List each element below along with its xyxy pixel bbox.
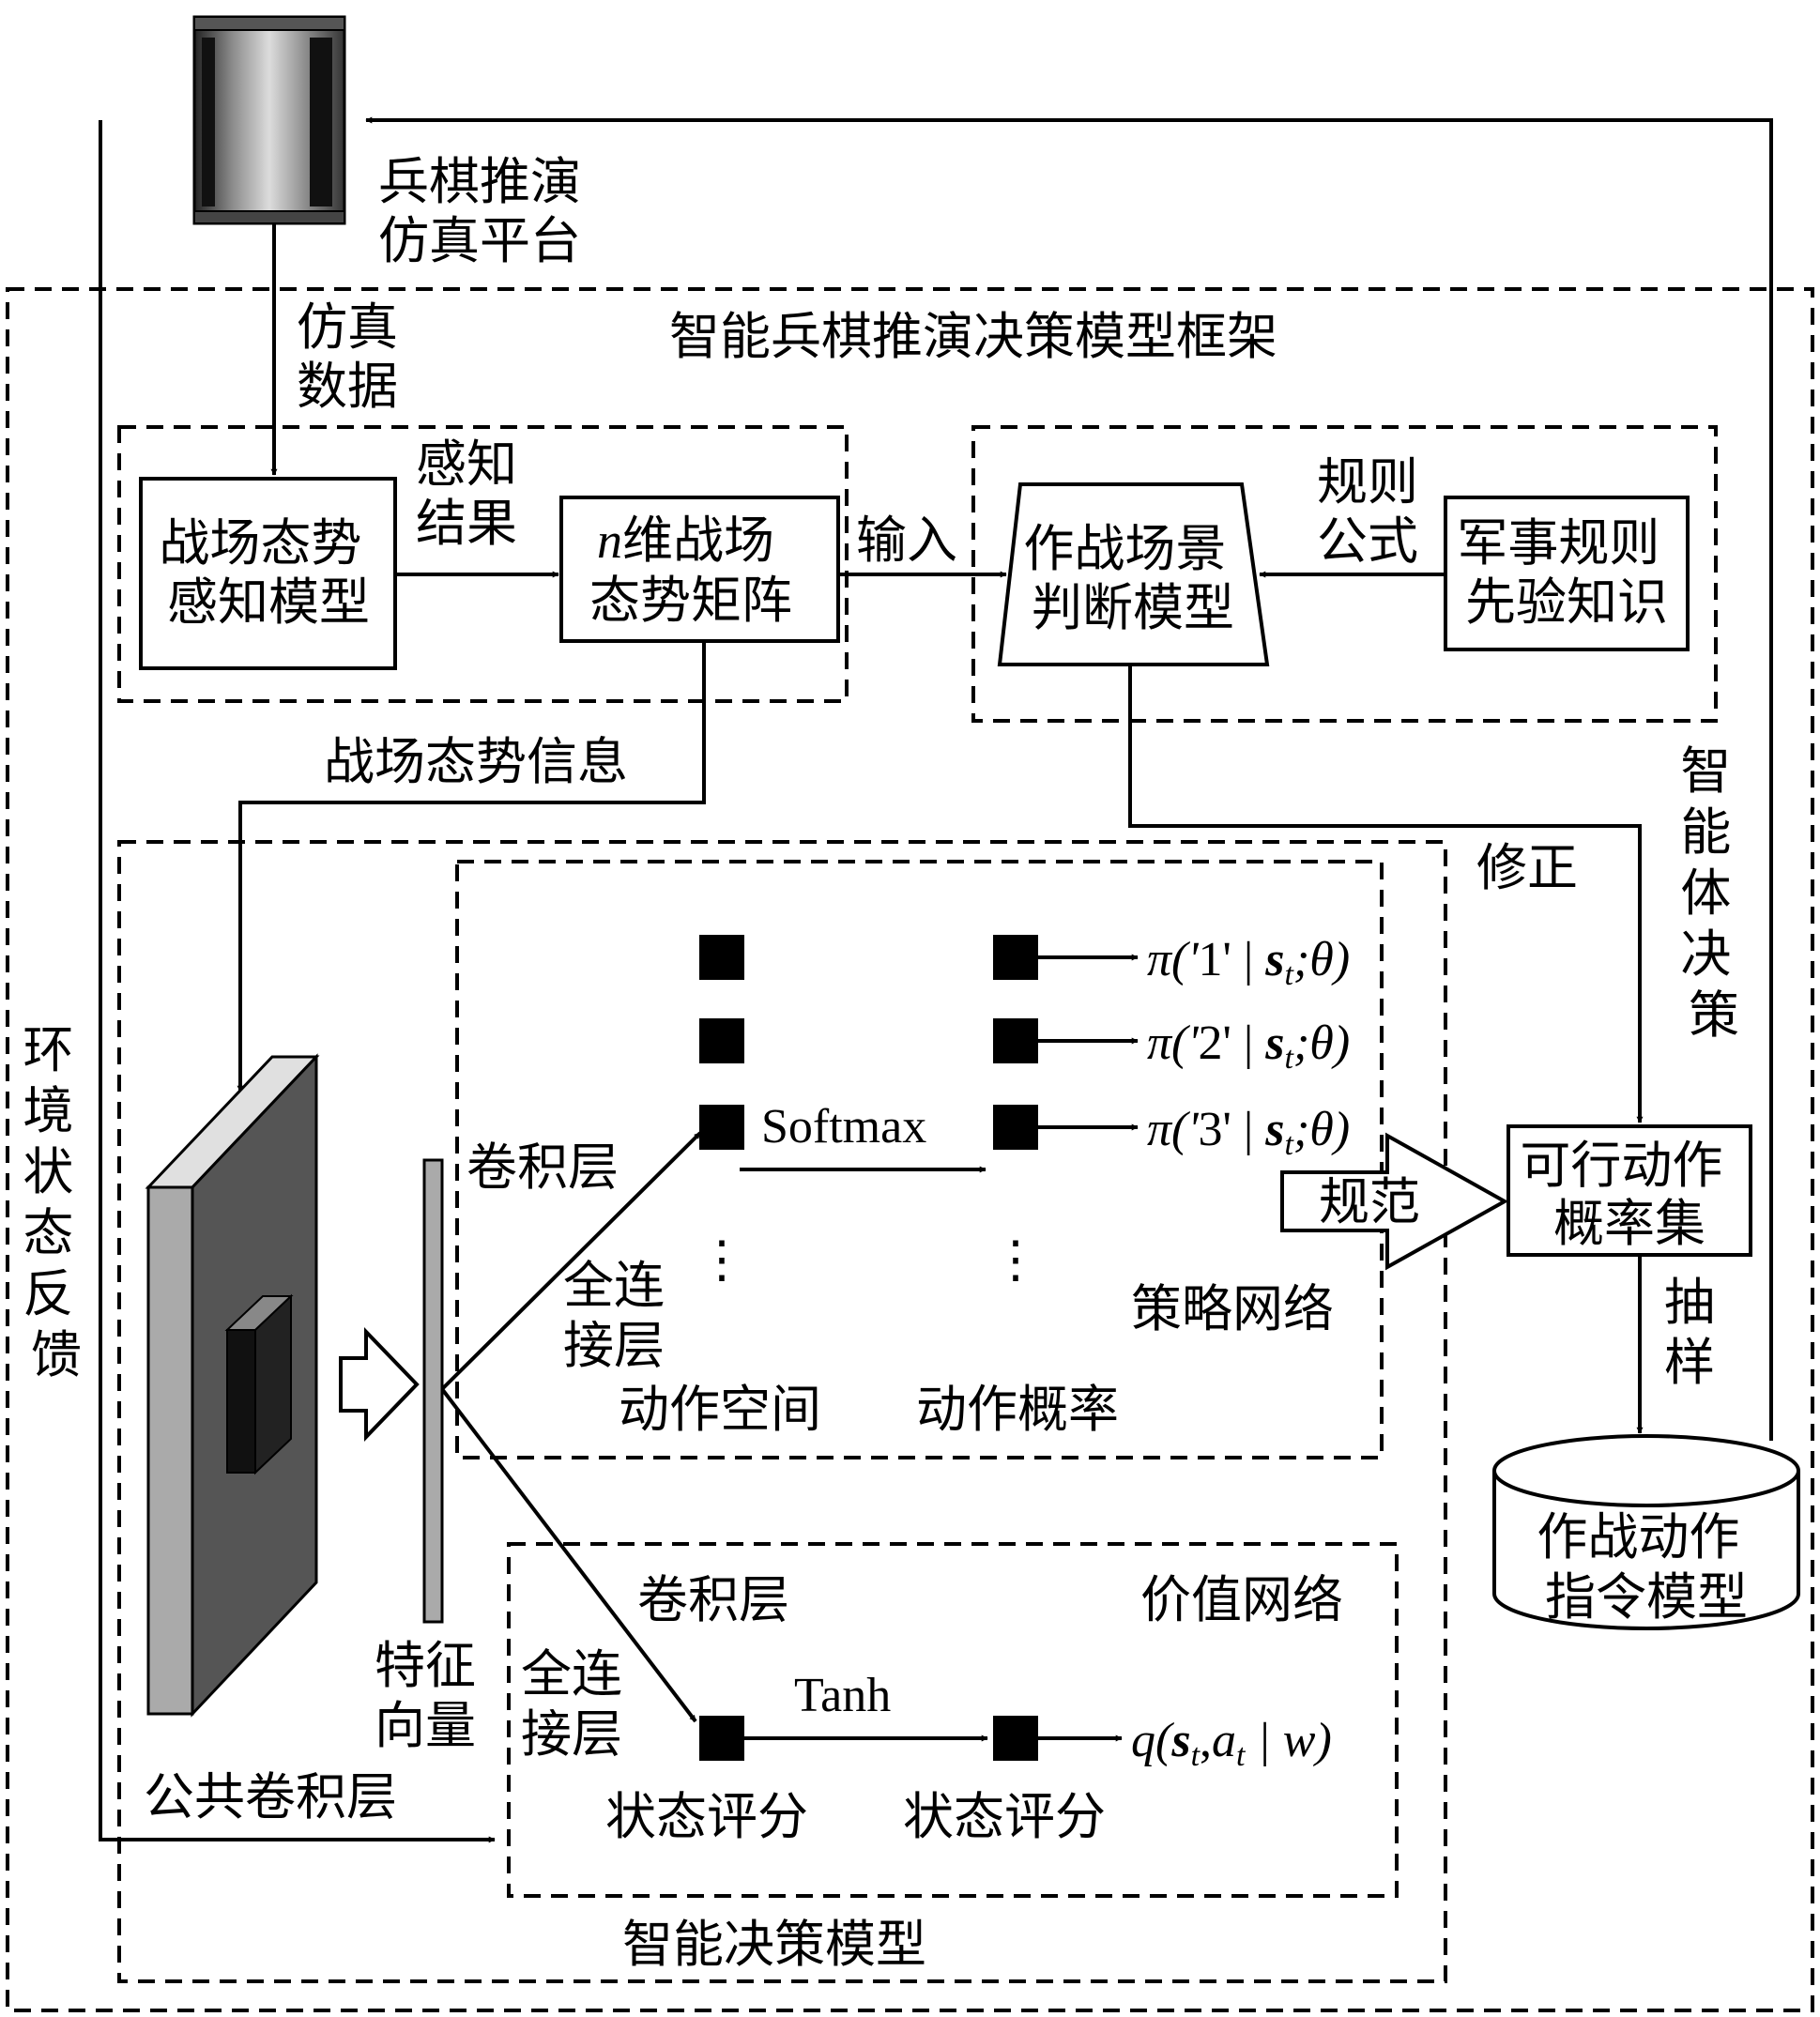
perception-region [117, 425, 849, 703]
agent-decision-label: 智 能 体 决 策 [1680, 741, 1747, 1045]
value-branch-arrow [440, 1387, 697, 1723]
env-feedback-arrow [99, 120, 496, 1843]
value-network-region [507, 1542, 1399, 1898]
platform-label: 兵棋推演 仿真平台 [378, 152, 597, 270]
softmax-label: Softmax [761, 1100, 926, 1154]
policy-output-3: π('3' | st;θ) [1147, 1103, 1350, 1162]
battlefield-info-label: 战场态势信息 [324, 732, 628, 791]
value-node-2 [993, 1716, 1038, 1761]
rule-formula-label: 规则 公式 [1317, 452, 1434, 571]
policy-dots-1: ⋮ [696, 1230, 747, 1289]
policy-fc-label: 全连 接层 [563, 1256, 681, 1375]
env-feedback-label: 环 境 状 态 反 馈 [23, 1020, 89, 1384]
normalize-arrow [1280, 1132, 1509, 1271]
cnn-to-feature-arrow [339, 1327, 420, 1442]
policy-prob-nodes [993, 935, 1038, 1150]
common-conv-label: 公共卷积层 [144, 1767, 397, 1826]
military-rules-label: 军事规则 先验知识 [1457, 513, 1675, 632]
value-node-1 [699, 1716, 744, 1761]
framework-region [6, 287, 1814, 2012]
cnn-block-icon [145, 1053, 320, 1718]
situation-matrix-label: n维战场 态势矩阵 [589, 511, 792, 630]
policy-output-1: π('1' | st;θ) [1147, 933, 1350, 992]
scene-model-label: 作战场景 判断模型 [1023, 519, 1242, 637]
policy-conv-label: 卷积层 [466, 1138, 619, 1197]
policy-output-2: π('2' | st;θ) [1147, 1016, 1350, 1076]
feasible-actions-label: 可行动作 概率集 [1520, 1136, 1738, 1253]
command-model-cylinder [1492, 1434, 1800, 1630]
policy-dots-2: ⋮ [990, 1230, 1041, 1289]
value-fc-label: 全连 接层 [521, 1644, 638, 1764]
policy-action-space-nodes [699, 935, 744, 1150]
action-prob-label: 动作概率 [916, 1380, 1119, 1439]
decision-model-title: 智能决策模型 [622, 1915, 926, 1974]
action-space-label: 动作空间 [619, 1380, 821, 1439]
scene-model-trapezoid [997, 482, 1270, 666]
correction-arrow [1128, 665, 1644, 1123]
sampling-label: 抽 样 [1664, 1273, 1731, 1392]
value-conv-label: 卷积层 [637, 1570, 789, 1629]
perception-model-box [139, 477, 397, 670]
perception-result-label: 感知 结果 [416, 435, 533, 553]
framework-title: 智能兵棋推演决策模型框架 [669, 307, 1277, 366]
feature-vector-label: 特征 向量 [375, 1636, 492, 1755]
battlefield-info-arrow [237, 641, 706, 1093]
server-icon [192, 15, 346, 225]
state-score-label-2: 状态评分 [903, 1787, 1106, 1846]
value-network-title: 价值网络 [1140, 1570, 1343, 1629]
input-label: 输入 [856, 511, 957, 570]
policy-branch-arrow [440, 1131, 702, 1391]
value-output: q(st,at | w) [1131, 1714, 1332, 1773]
state-score-label-1: 状态评分 [605, 1787, 808, 1846]
policy-network-title: 策略网络 [1131, 1279, 1334, 1338]
correction-label: 修正 [1476, 838, 1578, 897]
command-model-label: 作战动作 指令模型 [1537, 1507, 1755, 1627]
normalize-label: 规范 [1319, 1172, 1420, 1231]
perception-model-label: 战场态势 感知模型 [159, 513, 377, 632]
agent-decision-arrow [365, 116, 1773, 1441]
sim-data-label: 仿真 数据 [297, 298, 414, 416]
situation-matrix-box [559, 496, 840, 643]
feature-vector-bar [422, 1158, 444, 1624]
decision-model-region [117, 840, 1447, 1983]
feasible-actions-box [1506, 1124, 1752, 1257]
tanh-label: Tanh [794, 1669, 891, 1722]
